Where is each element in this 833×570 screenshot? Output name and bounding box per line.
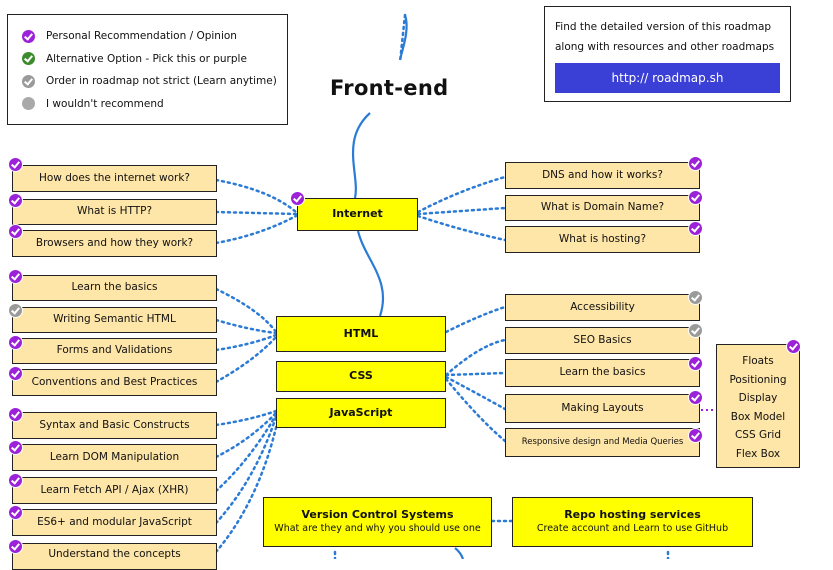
purple-check-icon — [290, 191, 305, 206]
legend-item: Alternative Option - Pick this or purple — [22, 48, 287, 71]
layout-topic[interactable]: Display — [738, 392, 778, 404]
legend-label: Order in roadmap not strict (Learn anyti… — [46, 75, 277, 88]
html-topic[interactable]: Learn the basics — [12, 275, 217, 301]
layout-topics-list: Floats Positioning Display Box Model CSS… — [716, 344, 800, 468]
gray-check-icon — [688, 323, 703, 338]
legend-box: Personal Recommendation / Opinion Altern… — [7, 14, 288, 125]
legend-label: Alternative Option - Pick this or purple — [46, 52, 247, 65]
gray-check-icon — [688, 290, 703, 305]
purple-check-icon — [8, 269, 23, 284]
javascript-topic[interactable]: Learn Fetch API / Ajax (XHR) — [12, 477, 217, 504]
layout-topic[interactable]: CSS Grid — [734, 429, 782, 441]
purple-check-icon — [8, 505, 23, 520]
purple-check-icon — [688, 190, 703, 205]
purple-check-icon — [8, 335, 23, 350]
css-hub[interactable]: CSS — [276, 361, 446, 392]
legend-item: Personal Recommendation / Opinion — [22, 25, 287, 48]
layout-topic[interactable]: Flex Box — [735, 447, 781, 460]
internet-topic[interactable]: What is HTTP? — [12, 199, 217, 225]
legend-item: Order in roadmap not strict (Learn anyti… — [22, 70, 287, 93]
purple-check-icon — [8, 224, 23, 239]
purple-check-icon — [8, 193, 23, 208]
purple-check-icon — [688, 221, 703, 236]
purple-check-icon — [688, 428, 703, 443]
purple-check-icon — [8, 539, 23, 554]
purple-check-icon — [8, 407, 23, 422]
gray-check-icon — [8, 303, 23, 318]
html-hub[interactable]: HTML — [276, 316, 446, 352]
spine-curve — [356, 230, 385, 317]
info-text: Find the detailed version of this roadma… — [555, 21, 772, 33]
purple-check-icon — [8, 157, 23, 172]
internet-topic[interactable]: DNS and how it works? — [505, 162, 700, 189]
purple-check-icon — [22, 29, 35, 43]
spine-curve — [454, 547, 465, 559]
legend-item: I wouldn't recommend — [22, 93, 287, 116]
version-control-node[interactable]: Version Control Systems What are they an… — [263, 497, 492, 547]
css-topic[interactable]: Responsive design and Media Queries — [505, 428, 700, 457]
javascript-topic[interactable]: Syntax and Basic Constructs — [12, 412, 217, 439]
javascript-topic[interactable]: Learn DOM Manipulation — [12, 444, 217, 471]
roadmap-link-button[interactable]: http:// roadmap.sh — [555, 63, 780, 93]
css-topic[interactable]: Accessibility — [505, 294, 700, 321]
spine-curve — [351, 112, 371, 199]
javascript-topic[interactable]: ES6+ and modular JavaScript — [12, 509, 217, 536]
purple-check-icon — [786, 339, 801, 354]
css-topic[interactable]: SEO Basics — [505, 327, 700, 354]
html-topic[interactable]: Conventions and Best Practices — [12, 369, 217, 396]
html-topic[interactable]: Forms and Validations — [12, 338, 217, 364]
gray-circle-icon — [22, 97, 35, 111]
internet-hub[interactable]: Internet — [297, 198, 418, 231]
css-topic[interactable]: Learn the basics — [505, 359, 700, 387]
repo-hosting-node[interactable]: Repo hosting services Create account and… — [512, 497, 753, 547]
page-title: Front-end — [330, 76, 449, 100]
node-title: Repo hosting services — [564, 508, 701, 522]
info-box: Find the detailed version of this roadma… — [544, 6, 791, 102]
html-topic[interactable]: Writing Semantic HTML — [12, 307, 217, 333]
javascript-topic[interactable]: Understand the concepts — [12, 543, 217, 570]
layout-topic[interactable]: Positioning — [729, 373, 787, 386]
purple-check-icon — [688, 156, 703, 171]
javascript-hub[interactable]: JavaScript — [276, 398, 446, 428]
node-subtitle: What are they and why you should use one — [274, 523, 481, 535]
purple-check-icon — [8, 366, 23, 381]
purple-check-icon — [688, 356, 703, 371]
internet-topic[interactable]: How does the internet work? — [12, 165, 217, 192]
internet-topic[interactable]: What is hosting? — [505, 226, 700, 253]
gray-check-icon — [22, 74, 35, 88]
layout-topic[interactable]: Box Model — [730, 410, 786, 423]
legend-label: Personal Recommendation / Opinion — [46, 30, 237, 43]
green-check-icon — [22, 52, 35, 66]
info-text: along with resources and other roadmaps — [555, 41, 775, 53]
internet-topic[interactable]: What is Domain Name? — [505, 195, 700, 221]
layout-topic[interactable]: Floats — [742, 355, 774, 367]
internet-topic[interactable]: Browsers and how they work? — [12, 230, 217, 257]
node-title: Version Control Systems — [301, 508, 454, 522]
node-subtitle: Create account and Learn to use GitHub — [536, 523, 729, 535]
purple-check-icon — [688, 390, 703, 405]
legend-label: I wouldn't recommend — [46, 97, 164, 110]
css-topic[interactable]: Making Layouts — [505, 394, 700, 423]
purple-check-icon — [8, 473, 23, 488]
purple-check-icon — [8, 440, 23, 455]
